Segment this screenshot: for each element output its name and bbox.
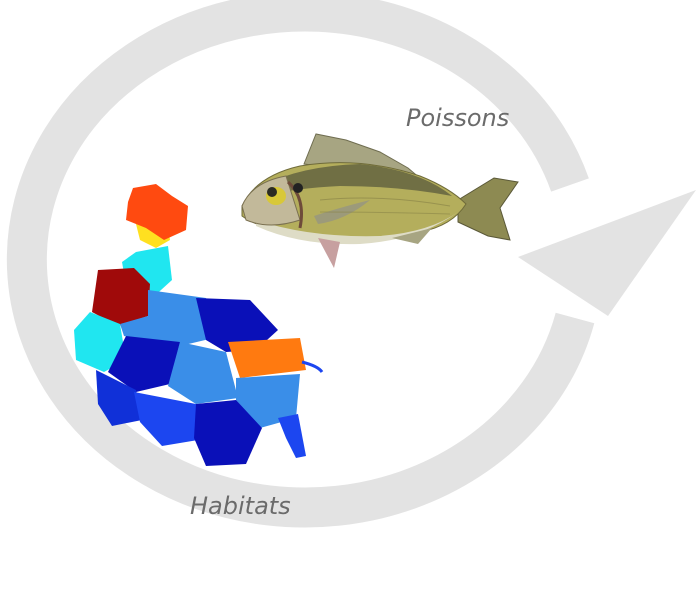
habitat-label: Habitats [190,492,291,520]
sea-bream-fish-icon [242,134,518,268]
fish-pelvic-fin [318,238,340,268]
fish-eye [267,187,277,197]
map-zone-blue-east-tail [278,414,306,458]
cycle-arrowhead [518,190,696,316]
map-zone-orange [228,338,306,378]
fish-label: Poissons [406,104,509,132]
map-zone-orange-red [126,184,188,240]
fish-dark-spot [293,183,303,193]
fish-tail [458,178,518,240]
